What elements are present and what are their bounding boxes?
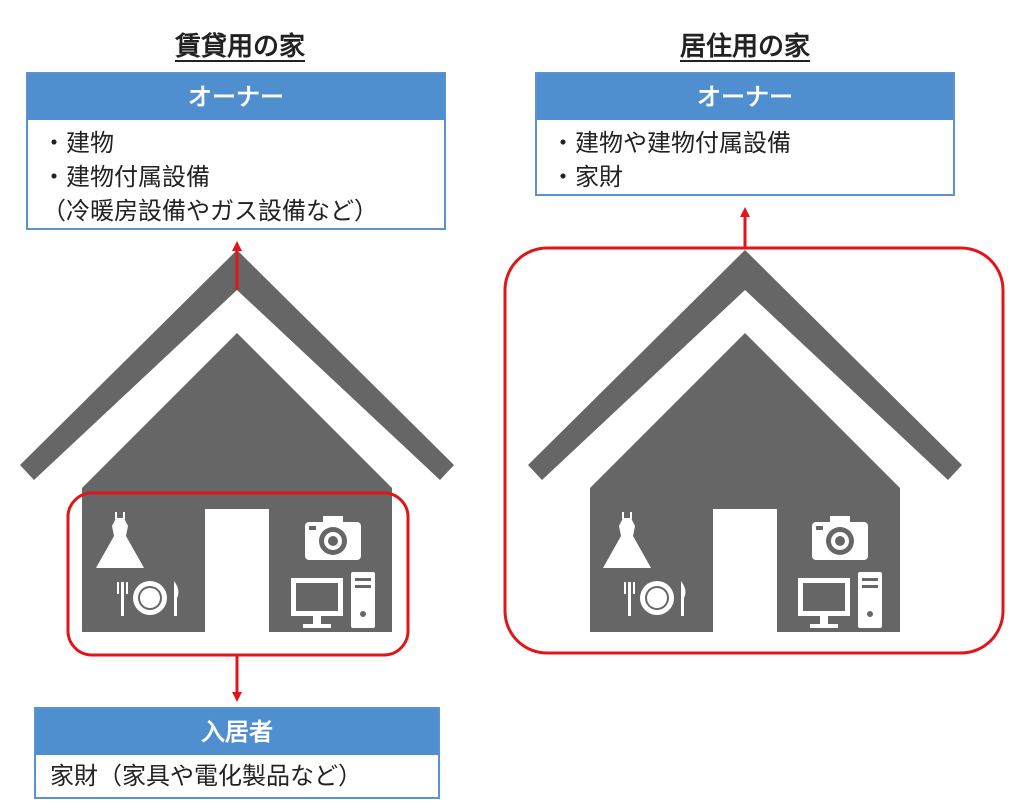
- residential-owner-item: ・家財: [551, 163, 623, 191]
- residential-owner-box: オーナー ・建物や建物付属設備 ・家財: [535, 72, 955, 196]
- rental-owner-box: オーナー ・建物 ・建物付属設備 （冷暖房設備やガス設備など）: [26, 72, 446, 230]
- rental-contents-highlight: [66, 491, 410, 657]
- residential-owner-header: オーナー: [537, 74, 953, 120]
- rental-owner-item: （冷暖房設備やガス設備など）: [42, 197, 378, 225]
- rental-tenant-item: 家財（家具や電化製品など）: [50, 762, 362, 790]
- camera-icon: [305, 516, 361, 560]
- residential-owner-list: ・建物や建物付属設備 ・家財: [537, 120, 953, 200]
- residential-owner-item: ・建物や建物付属設備: [551, 129, 791, 157]
- rental-owner-list: ・建物 ・建物付属設備 （冷暖房設備やガス設備など）: [28, 120, 444, 234]
- residential-whole-highlight: [503, 246, 1005, 655]
- camera-icon: [812, 516, 868, 560]
- rental-tenant-list: 家財（家具や電化製品など）: [36, 755, 438, 799]
- rental-owner-item: ・建物付属設備: [42, 163, 210, 191]
- rental-tenant-header: 入居者: [36, 709, 438, 755]
- rental-house: [20, 250, 454, 632]
- residential-house: [528, 250, 962, 632]
- rental-owner-header: オーナー: [28, 74, 444, 120]
- rental-owner-item: ・建物: [42, 129, 114, 157]
- rental-title: 賃貸用の家: [174, 32, 305, 62]
- residential-title: 居住用の家: [679, 32, 810, 62]
- rental-tenant-box: 入居者 家財（家具や電化製品など）: [34, 707, 440, 799]
